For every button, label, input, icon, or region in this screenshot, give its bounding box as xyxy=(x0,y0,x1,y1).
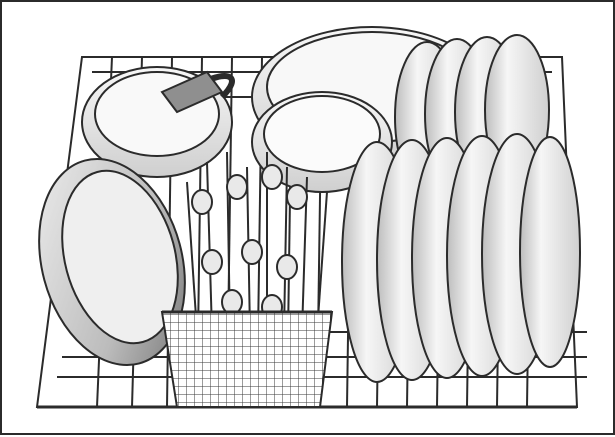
frying-pan-icon xyxy=(38,70,224,367)
cutlery-basket-icon xyxy=(160,151,334,408)
plate-icon xyxy=(341,133,581,383)
